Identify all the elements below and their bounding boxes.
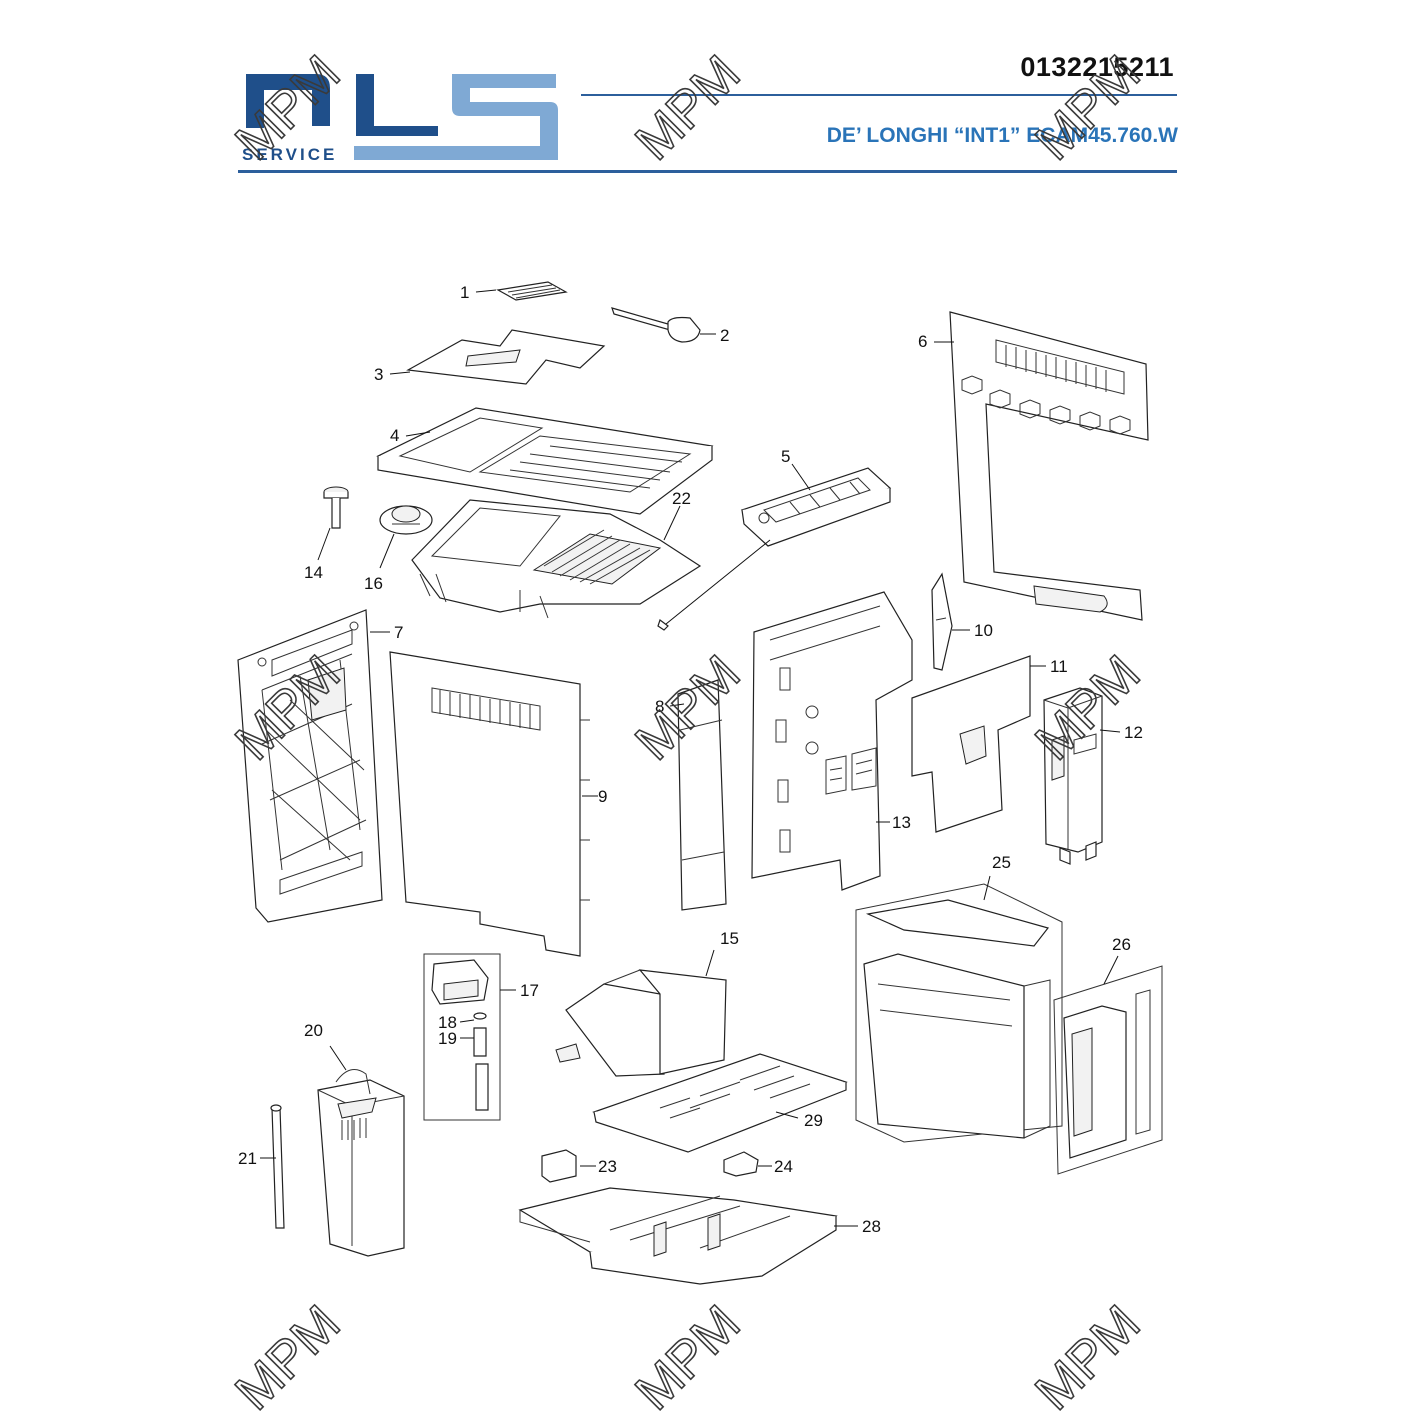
part-5-drawing <box>657 467 892 631</box>
part-label-5: 5 <box>781 447 790 466</box>
part-label-15: 15 <box>720 929 739 948</box>
part-17-drawing <box>423 953 501 1121</box>
logo-text: SERVICE <box>242 145 337 164</box>
watermark-9: MPM <box>1025 1295 1152 1422</box>
part-label-11: 11 <box>1050 657 1068 676</box>
header-rule-bottom <box>238 170 1177 173</box>
part-1-drawing <box>496 281 568 301</box>
part-label-25: 25 <box>992 853 1011 872</box>
part-label-10: 10 <box>974 621 993 640</box>
part-label-23: 23 <box>598 1157 617 1176</box>
part-label-2: 2 <box>720 326 729 345</box>
part-label-13: 13 <box>892 813 911 832</box>
part-20-drawing <box>317 1069 405 1257</box>
part-28-drawing <box>518 1187 838 1285</box>
part-label-24: 24 <box>774 1157 793 1176</box>
watermark-1: MPM <box>225 45 352 172</box>
part-8-drawing <box>677 679 727 911</box>
part-label-7: 7 <box>394 623 403 642</box>
dls-logo: SERVICE <box>238 74 558 164</box>
part-label-8: 8 <box>655 697 664 716</box>
part-12-drawing <box>1043 687 1103 865</box>
part-25-drawing <box>855 883 1063 1143</box>
part-7-drawing <box>237 609 383 923</box>
part-label-21: 21 <box>238 1149 257 1168</box>
part-6-drawing <box>949 311 1149 621</box>
document-number: 0132215211 <box>1020 52 1174 82</box>
part-2-drawing <box>611 307 701 343</box>
part-label-3: 3 <box>374 365 383 384</box>
header-rule-top <box>581 94 1177 96</box>
part-label-16: 16 <box>364 574 383 593</box>
part-label-26: 26 <box>1112 935 1131 954</box>
part-label-19: 19 <box>438 1029 457 1048</box>
part-22-drawing <box>411 499 702 619</box>
part-11-drawing <box>911 655 1031 833</box>
part-label-22: 22 <box>672 489 691 508</box>
part-label-28: 28 <box>862 1217 881 1236</box>
part-3-drawing <box>406 329 606 385</box>
part-15-drawing <box>555 969 727 1077</box>
part-label-20: 20 <box>304 1021 323 1040</box>
watermark-3: MPM <box>1025 45 1152 172</box>
part-label-6: 6 <box>918 332 927 351</box>
part-16-drawing <box>379 505 433 535</box>
watermark-8: MPM <box>625 1295 752 1422</box>
part-label-9: 9 <box>598 787 607 806</box>
watermark-2: MPM <box>625 45 752 172</box>
part-29-drawing <box>592 1053 848 1153</box>
part-label-17: 17 <box>520 981 539 1000</box>
leader-lines <box>260 289 1121 1227</box>
part-21-drawing <box>270 1104 285 1229</box>
part-10-drawing <box>931 572 953 671</box>
part-label-12: 12 <box>1124 723 1143 742</box>
part-label-14: 14 <box>304 563 323 582</box>
part-4-drawing <box>376 407 714 515</box>
model-title: DE’ LONGHI “INT1” ECAM45.760.W <box>826 124 1178 147</box>
part-23-drawing <box>541 1149 577 1183</box>
part-label-29: 29 <box>804 1111 823 1130</box>
part-label-18: 18 <box>438 1013 457 1032</box>
part-26-drawing <box>1053 965 1163 1175</box>
part-14-drawing <box>323 486 349 529</box>
part-labels: 1 2 3 4 5 6 7 8 9 10 11 12 13 14 15 16 1… <box>238 283 1143 1236</box>
part-label-1: 1 <box>460 283 469 302</box>
part-label-4: 4 <box>390 426 399 445</box>
part-24-drawing <box>723 1151 759 1177</box>
part-9-drawing <box>389 651 590 957</box>
part-13-drawing <box>751 591 913 891</box>
watermark-7: MPM <box>225 1295 352 1422</box>
